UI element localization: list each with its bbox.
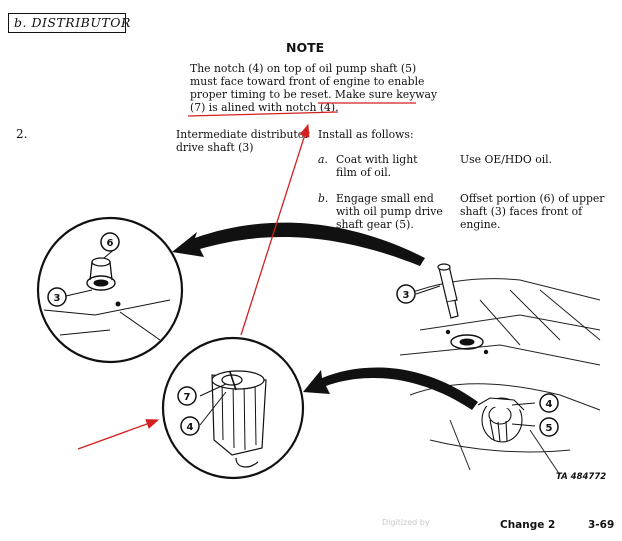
callout-4-detail-circle	[180, 416, 200, 436]
step-number: 2.	[16, 127, 28, 141]
note-line-3: proper timing to be reset. Make sure key…	[190, 88, 438, 101]
section-header-label: b. DISTRIBUTOR	[14, 15, 131, 30]
substep-a-remark-1: Use OE/HDO oil.	[460, 153, 553, 166]
detail-arrow-lower	[303, 367, 478, 410]
callout-6-circle	[100, 232, 120, 252]
substep-b-remark-1: Offset portion (6) of upper	[460, 192, 605, 205]
callout-3-detail-label: 3	[54, 293, 61, 304]
step-intro: Install as follows:	[318, 128, 414, 141]
step-item-line-2: drive shaft (3)	[176, 141, 254, 154]
callout-4-detail-label: 4	[187, 422, 194, 433]
substep-a-action-1: Coat with light	[336, 153, 418, 166]
substep-b-action-2: with oil pump drive	[336, 205, 443, 218]
note-line-4: (7) is alined with notch (4).	[190, 101, 339, 114]
page-number: 3-69	[588, 519, 615, 531]
note-line-2: must face toward front of engine to enab…	[190, 75, 425, 88]
callout-3-detail-circle	[47, 287, 67, 307]
note-title: NOTE	[286, 40, 325, 55]
intermediate-shaft-drawing	[437, 263, 459, 319]
callout-3-main-label: 3	[403, 290, 410, 301]
substep-b-action-3: shaft gear (5).	[336, 218, 414, 231]
distributor-bore	[445, 329, 489, 355]
watermark-text: Digitized by	[382, 518, 430, 527]
detail-circle-upper	[36, 216, 184, 364]
substep-b-remark-2: shaft (3) faces front of	[460, 205, 583, 218]
oil-pump-gear-drawing	[477, 397, 525, 443]
detail-arrow-upper	[172, 222, 425, 266]
substep-a-action-2: film of oil.	[336, 166, 392, 179]
substep-a-letter: a.	[318, 153, 328, 166]
callout-7-label: 7	[184, 392, 191, 403]
callout-6-label: 6	[107, 238, 114, 249]
detail-circle-lower	[161, 336, 305, 480]
callout-7-circle	[177, 386, 197, 406]
callout-3-main-circle	[396, 284, 416, 304]
note-line-1: The notch (4) on top of oil pump shaft (…	[190, 62, 417, 75]
substep-b-action-1: Engage small end	[336, 192, 434, 205]
callout-4-main-label: 4	[546, 399, 553, 410]
change-label: Change 2	[500, 519, 556, 531]
red-annotation-marks	[77, 102, 416, 450]
figure-id: TA 484772	[556, 472, 607, 482]
substep-b-letter: b.	[318, 192, 329, 205]
callout-4-main-circle	[539, 393, 559, 413]
step-item-line-1: Intermediate distributor	[176, 128, 310, 141]
callout-5-label: 5	[546, 423, 553, 434]
callout-5-circle	[539, 417, 559, 437]
substep-b-remark-3: engine.	[460, 218, 501, 231]
section-header-box	[8, 13, 126, 33]
